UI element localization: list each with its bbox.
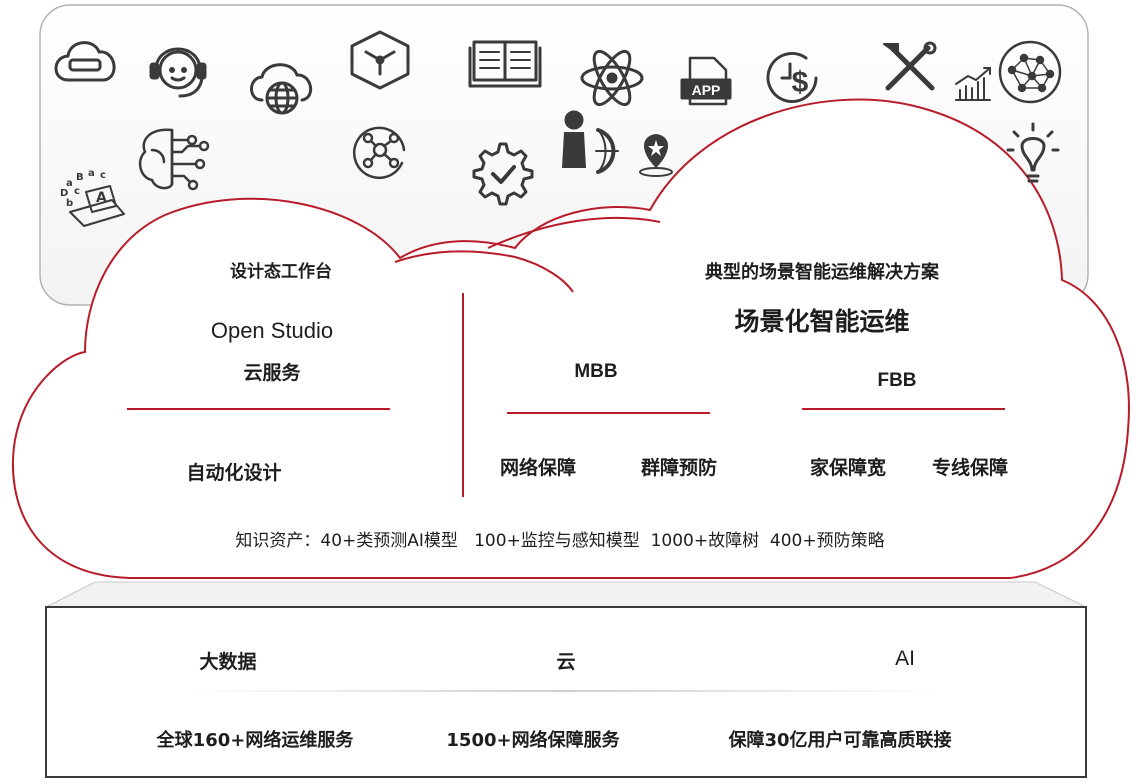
fbb-item: 家保障宽 (809, 457, 887, 479)
solutions-title: 典型的场景智能运维解决方案 (705, 262, 939, 283)
base-column-big-data: 大数据 (199, 651, 257, 673)
ai-brain-icon (138, 128, 210, 191)
open-studio-label: Open Studio (210, 318, 334, 343)
base-stat: 保障30亿用户可靠高质联接 (728, 730, 952, 751)
fbb-item: 专线保障 (931, 457, 1009, 479)
dollar-glyph: $ (792, 66, 809, 99)
location-star-icon (639, 134, 673, 177)
atom-icon (580, 49, 644, 107)
tools-icon (883, 41, 937, 91)
design-title: 设计态工作台 (230, 262, 332, 282)
svg-text:a: a (88, 168, 95, 179)
cloud-service-label: 云服务 (243, 362, 301, 384)
inner-arc-left (394, 250, 574, 293)
cube-network-icon (350, 30, 410, 90)
base-stat: 1500+网络保障服务 (446, 730, 620, 751)
base-stat: 全球160+网络运维服务 (156, 730, 354, 751)
app-file-icon (680, 56, 732, 106)
neural-network-icon (998, 40, 1062, 104)
app-label-glyph: APP (692, 82, 721, 98)
solutions-headline: 场景化智能运维 (734, 307, 910, 336)
alphabet-laptop-icon (69, 185, 125, 227)
knowledge-assets: 知识资产：40+类预测AI模型 100+监控与感知模型 1000+故障树 400… (235, 531, 885, 551)
svg-text:B: B (76, 172, 84, 183)
base-divider (185, 690, 945, 692)
growth-chart-icon (955, 67, 991, 101)
base-column-ai: AI (895, 647, 915, 670)
open-book-icon (468, 40, 542, 88)
svg-text:c: c (74, 186, 80, 197)
svg-text:A: A (96, 190, 107, 206)
customer-service-icon (149, 47, 207, 98)
fbb-label: FBB (877, 370, 917, 391)
network-node-icon (352, 126, 406, 180)
business-globe-icon (562, 110, 619, 174)
cloud-storage-icon (54, 41, 116, 82)
mbb-item: 群障预防 (640, 457, 718, 479)
svg-text:D: D (60, 188, 68, 199)
base-column-cloud: 云 (556, 651, 576, 673)
time-money-icon (766, 52, 818, 103)
mbb-label: MBB (574, 361, 618, 382)
settings-check-icon (472, 142, 534, 206)
cloud-globe-icon (250, 63, 313, 115)
svg-text:c: c (100, 170, 106, 181)
base-connector (45, 581, 1087, 608)
svg-text:a: a (66, 178, 73, 189)
auto-design-label: 自动化设计 (186, 462, 282, 484)
inner-arc-right (487, 216, 661, 249)
mbb-item: 网络保障 (499, 457, 577, 479)
lightbulb-icon (1006, 122, 1060, 183)
svg-text:b: b (66, 198, 73, 209)
